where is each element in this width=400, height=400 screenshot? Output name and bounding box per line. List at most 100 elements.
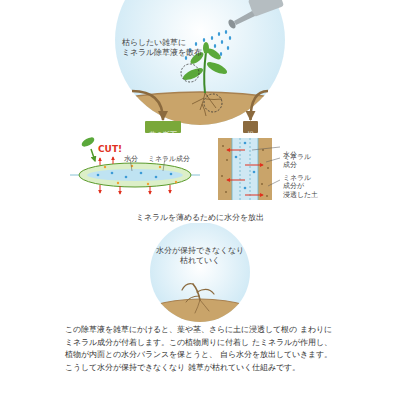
weed-plant bbox=[205, 60, 228, 77]
leaf-section bbox=[125, 176, 128, 179]
focus-circle bbox=[204, 94, 222, 112]
root-section bbox=[258, 138, 259, 200]
leaf-section bbox=[150, 186, 151, 194]
root-section bbox=[253, 171, 256, 174]
text-slot: 枯らしたい雑草に ミネラル除草液を散布 bbox=[122, 38, 190, 58]
water-drops bbox=[185, 30, 231, 60]
leader-line bbox=[252, 147, 280, 150]
leaf-section bbox=[100, 185, 101, 193]
watering-can bbox=[227, 18, 237, 30]
root-section bbox=[232, 138, 258, 200]
cut-label: CUT! bbox=[98, 144, 122, 156]
root-section bbox=[244, 142, 247, 145]
watering-can bbox=[234, 11, 255, 25]
section-label: 葉の断面 bbox=[145, 121, 181, 133]
leader-line bbox=[252, 147, 280, 186]
part-label: 水分 bbox=[124, 155, 138, 163]
root-section bbox=[250, 138, 251, 200]
water-drops bbox=[229, 36, 231, 40]
result-circle: 水分が保持できなくなり 枯れていく bbox=[150, 222, 250, 322]
root-section bbox=[240, 138, 241, 200]
water-drops bbox=[195, 42, 197, 46]
water-drops bbox=[203, 38, 205, 42]
text-slot: CUT! bbox=[98, 137, 122, 156]
leaf-section bbox=[104, 166, 106, 168]
weed-roots bbox=[192, 93, 222, 116]
leaf-section bbox=[120, 186, 121, 194]
withered-plant bbox=[197, 289, 214, 294]
weed-plant bbox=[181, 66, 204, 83]
root-section bbox=[262, 149, 264, 151]
root-section bbox=[225, 191, 227, 193]
flow-arrow bbox=[132, 91, 163, 120]
soil bbox=[110, 92, 290, 130]
leaf-section bbox=[97, 174, 100, 177]
withered-plant bbox=[186, 296, 199, 302]
root-section bbox=[227, 150, 263, 195]
leaf-section bbox=[97, 172, 173, 179]
leaf-section bbox=[79, 163, 191, 187]
text-slot: 水分 bbox=[124, 146, 138, 165]
text-slot: ミネラル成分 bbox=[148, 146, 190, 165]
watering-can bbox=[227, 0, 284, 30]
root-section bbox=[221, 175, 223, 177]
flow-arrow bbox=[251, 91, 269, 120]
root-section bbox=[266, 195, 268, 197]
withered-plant bbox=[182, 284, 214, 313]
section-label: 根 bbox=[243, 121, 258, 133]
soil bbox=[110, 92, 290, 100]
root-section bbox=[222, 145, 224, 147]
leaf-section bbox=[87, 169, 183, 181]
root-section bbox=[244, 187, 247, 190]
water-drops bbox=[214, 44, 216, 48]
leaf-icon bbox=[80, 135, 96, 148]
withered-plant bbox=[182, 284, 193, 290]
soil bbox=[110, 92, 290, 130]
focus-circle bbox=[181, 64, 222, 112]
part-label: ミネラル成分 bbox=[148, 155, 190, 163]
text-slot: 水分が保持できなくなり 枯れていく bbox=[155, 246, 245, 266]
root-section bbox=[267, 167, 269, 169]
root-section bbox=[218, 138, 280, 200]
node-text: 根 bbox=[247, 131, 254, 140]
root-section bbox=[227, 150, 245, 151]
weed-roots bbox=[206, 99, 222, 101]
leaf-icon bbox=[80, 135, 96, 161]
node-text: 水分が保持できなくなり 枯れていく bbox=[155, 246, 245, 266]
leaf-section bbox=[111, 172, 114, 175]
node-text: 枯らしたい雑草に ミネラル除草液を散布 bbox=[122, 38, 190, 58]
root-section bbox=[226, 159, 228, 161]
text-slot: この除草液を雑草にかけると、葉や茎、さらに土に浸透して根の まわりにミネラル成分… bbox=[65, 324, 335, 374]
withered-plant bbox=[195, 300, 200, 313]
leaf-section bbox=[170, 185, 171, 193]
root-section bbox=[258, 138, 272, 200]
leaf-section bbox=[147, 183, 149, 185]
water-drops bbox=[218, 32, 220, 36]
leaf-section bbox=[117, 182, 119, 184]
leaf-section bbox=[140, 172, 143, 175]
leaf-icon bbox=[91, 149, 95, 161]
leader-line bbox=[268, 180, 280, 186]
leaf-section bbox=[175, 181, 177, 183]
part-label: ミネラル 成分が 浸透した土 bbox=[283, 174, 327, 199]
step-note: ミネラルを薄めるために水分を放出 bbox=[133, 213, 267, 223]
caption-text: この除草液を雑草にかけると、葉や茎、さらに土に浸透して根の まわりにミネラル成分… bbox=[65, 324, 335, 374]
leader-line bbox=[266, 158, 280, 162]
text-slot: ミネラルを薄めるために水分を放出 bbox=[133, 205, 267, 224]
root-section bbox=[221, 145, 269, 197]
water-drops bbox=[227, 46, 229, 50]
root-section bbox=[218, 138, 232, 200]
water-drops bbox=[225, 30, 227, 34]
leaf-section bbox=[170, 173, 173, 176]
weed-plant bbox=[189, 50, 206, 66]
focus-circle bbox=[181, 64, 199, 82]
root-section bbox=[232, 138, 233, 200]
leaf-section bbox=[113, 157, 114, 164]
withered-plant bbox=[200, 300, 209, 311]
node-text: 葉の断面 bbox=[149, 131, 177, 140]
weed-plant bbox=[181, 42, 228, 82]
root-section bbox=[245, 165, 263, 166]
root-section bbox=[245, 195, 263, 196]
part-label: ミネラル 成分 bbox=[283, 153, 323, 170]
